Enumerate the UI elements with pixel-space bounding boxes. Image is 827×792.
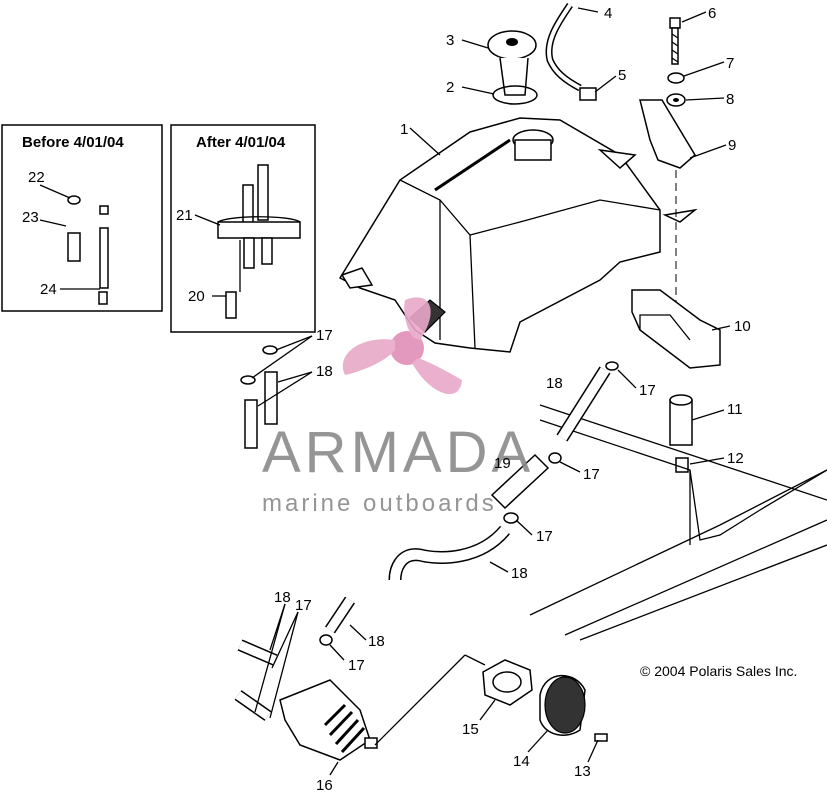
callout-9: 9: [728, 137, 736, 154]
callout-20: 20: [188, 288, 205, 305]
callout-17-center-top: 17: [639, 382, 656, 399]
callout-18-pump: 18: [274, 589, 291, 606]
copyright-notice: © 2004 Polaris Sales Inc.: [640, 663, 797, 679]
spacers: [669, 394, 693, 473]
inset-before: Before 4/01/04: [1, 124, 163, 312]
callout-6: 6: [708, 5, 716, 22]
fuel-sender: [374, 654, 608, 746]
filler-cap: [487, 30, 538, 105]
inset-before-title: Before 4/01/04: [22, 134, 124, 151]
callout-21: 21: [176, 207, 193, 224]
frame: [529, 404, 827, 641]
callout-12: 12: [727, 450, 744, 467]
inset-after-title: After 4/01/04: [196, 134, 286, 151]
watermark-brand: ARMADA: [262, 420, 534, 485]
callout-8: 8: [726, 91, 734, 108]
callout-17-lower: 17: [536, 528, 553, 545]
callout-2: 2: [446, 79, 454, 96]
callout-15: 15: [462, 721, 479, 738]
watermark: ARMADA marine outboards: [262, 297, 534, 517]
callout-18-center: 18: [546, 375, 563, 392]
watermark-tagline: marine outboards: [262, 490, 497, 517]
fuel-pump: [234, 596, 378, 761]
callout-5: 5: [618, 67, 626, 84]
callout-18-lower: 18: [511, 565, 528, 582]
callouts: 1 2 3 4 5 6 7 8 9 10 11 12 13 14 15 16 1…: [22, 5, 751, 792]
inset-after: After 4/01/04: [170, 124, 316, 333]
callout-17-filter: 17: [583, 466, 600, 483]
callout-13: 13: [574, 763, 591, 780]
center-hoses: [388, 361, 619, 581]
callout-10: 10: [734, 318, 751, 335]
leader-lines: [251, 7, 731, 776]
fuel-tank: [338, 117, 698, 353]
vent-hose: [545, 3, 597, 101]
callout-4: 4: [604, 5, 612, 22]
callout-23: 23: [22, 209, 39, 226]
callout-24: 24: [40, 281, 57, 298]
callout-19: 19: [494, 455, 511, 472]
callout-18-pump-right: 18: [368, 633, 385, 650]
callout-7: 7: [726, 55, 734, 72]
callout-18-left: 18: [316, 363, 333, 380]
callout-16: 16: [316, 777, 333, 792]
callout-11: 11: [727, 401, 743, 418]
callout-17-pump-right: 17: [348, 657, 365, 674]
callout-3: 3: [446, 32, 454, 49]
mount-hardware: [639, 17, 696, 310]
callout-17-left: 17: [316, 327, 333, 344]
callout-1: 1: [400, 121, 408, 138]
callout-22: 22: [28, 169, 45, 186]
propeller-logo: [342, 297, 462, 395]
tank-pad: [631, 289, 721, 369]
callout-17-pump: 17: [295, 597, 312, 614]
callout-14: 14: [513, 753, 530, 770]
